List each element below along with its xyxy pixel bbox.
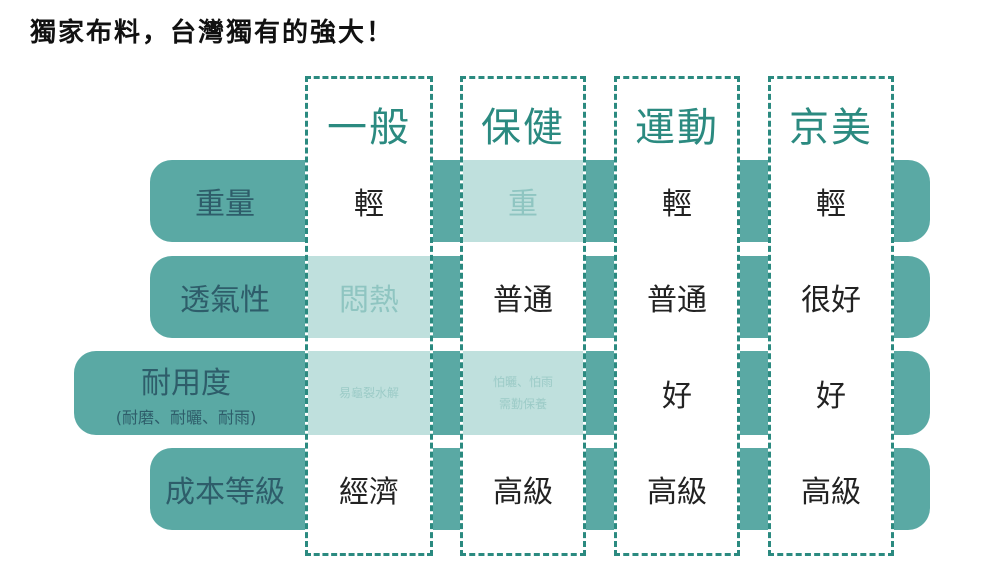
cell-sport-breathability: 普通 (647, 283, 707, 318)
cell-health-cost: 高級 (493, 475, 553, 510)
row-label-text: 重量 (195, 187, 255, 222)
faded-cell-bg (463, 160, 583, 242)
column-header: 京美 (789, 105, 873, 151)
cell-health-durability: 怕曬、怕雨 需勤保養 (463, 351, 583, 435)
cell-jingmei-durability: 好 (816, 379, 846, 414)
column-general: 一般 輕 悶熱 易龜裂水解 經濟 (305, 76, 433, 556)
row-label-weight: 重量 (150, 160, 300, 242)
cell-health-weight: 重 (508, 187, 538, 222)
column-header: 保健 (481, 105, 565, 151)
cell-sport-durability: 好 (662, 379, 692, 414)
cell-health-breathability: 普通 (493, 283, 553, 318)
cell-jingmei-weight: 輕 (816, 187, 846, 222)
column-header: 一般 (327, 105, 411, 151)
cell-sport-cost: 高級 (647, 475, 707, 510)
cell-jingmei-breathability: 很好 (801, 283, 861, 318)
row-label-text: 透氣性 (180, 283, 270, 318)
cell-general-cost: 經濟 (339, 475, 399, 510)
cell-sport-weight: 輕 (662, 187, 692, 222)
row-label-text: 成本等級 (165, 475, 285, 510)
cell-text-line: 需勤保養 (498, 397, 547, 411)
cell-jingmei-cost: 高級 (801, 475, 861, 510)
column-jingmei: 京美 輕 很好 好 高級 (768, 76, 894, 556)
cell-general-durability: 易龜裂水解 (338, 386, 399, 400)
faded-cell-bg (463, 351, 583, 435)
cell-general-breathability: 悶熱 (339, 283, 399, 318)
column-sport: 運動 輕 普通 好 高級 (614, 76, 740, 556)
cell-general-weight: 輕 (354, 187, 384, 222)
faded-cell-bg (308, 256, 430, 338)
page-title: 獨家布料，台灣獨有的強大！ (30, 18, 395, 48)
row-label-cost: 成本等級 (150, 448, 300, 530)
cell-text-line: 怕曬、怕雨 (492, 375, 553, 389)
row-label-durability: 耐用度 (耐磨、耐曬、耐雨) (74, 351, 298, 435)
faded-cell-bg (308, 351, 430, 435)
row-label-subtext: (耐磨、耐曬、耐雨) (115, 408, 257, 427)
row-label-text: 耐用度 (141, 366, 231, 401)
row-label-breathability: 透氣性 (150, 256, 300, 338)
column-health: 保健 重 普通 怕曬、怕雨 需勤保養 高級 (460, 76, 586, 556)
column-header: 運動 (635, 105, 719, 151)
